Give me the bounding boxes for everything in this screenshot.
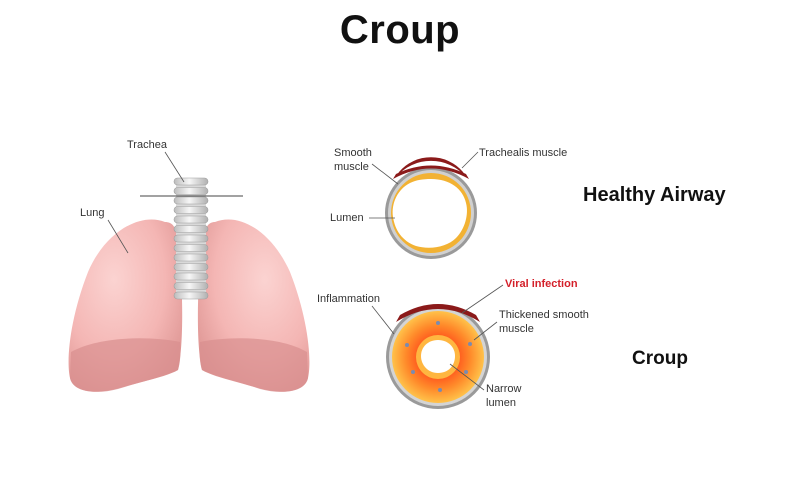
lung-label: Lung — [80, 207, 104, 219]
trachea-ring — [173, 263, 209, 271]
trachea-ring — [173, 272, 209, 281]
thickened-muscle-label-1: Thickened smooth — [499, 309, 589, 321]
croup-caption: Croup — [632, 348, 688, 369]
trachea-ring — [173, 282, 209, 290]
left-lung-shadow — [70, 338, 181, 392]
healthy-trachealis — [396, 157, 466, 177]
thickened-muscle-label-2: muscle — [499, 323, 534, 335]
narrow-lumen-label-1: Narrow — [486, 383, 522, 395]
croup-trachealis — [396, 304, 480, 322]
viral-infection-label: Viral infection — [505, 278, 578, 290]
healthy-airway-caption: Healthy Airway — [583, 184, 726, 206]
smooth-muscle-label-1: Smooth — [334, 147, 372, 159]
trachea-ring — [173, 244, 209, 252]
smooth-muscle-label-2: muscle — [334, 161, 369, 173]
right-lung-shadow — [199, 338, 308, 392]
lungs-illustration: Trachea Lung — [68, 139, 310, 392]
narrow-lumen — [421, 340, 455, 373]
croup-airway-cross-section: Viral infection Inflammation Thickened s… — [317, 278, 589, 409]
virus-particles — [405, 321, 472, 392]
trachea-ring — [173, 291, 209, 300]
trachea-ring — [173, 253, 209, 262]
healthy-lumen — [392, 179, 467, 248]
trachea-ring — [173, 215, 209, 224]
trachealis-muscle-label: Trachealis muscle — [479, 147, 567, 159]
trachea-ring — [173, 234, 209, 243]
inflammation-label: Inflammation — [317, 293, 380, 305]
trachea-ring — [173, 206, 209, 214]
lumen-label: Lumen — [330, 212, 364, 224]
trachea-ring — [173, 187, 209, 195]
page-title: Croup — [339, 8, 461, 52]
trachea-ring — [173, 196, 209, 205]
healthy-airway-cross-section: Smooth muscle Trachealis muscle Lumen — [330, 147, 567, 259]
trachea-label: Trachea — [127, 139, 168, 151]
narrow-lumen-label-2: lumen — [486, 397, 516, 409]
trachea-ring — [173, 225, 209, 233]
trachea-ring — [173, 177, 209, 186]
trachea — [173, 177, 209, 300]
